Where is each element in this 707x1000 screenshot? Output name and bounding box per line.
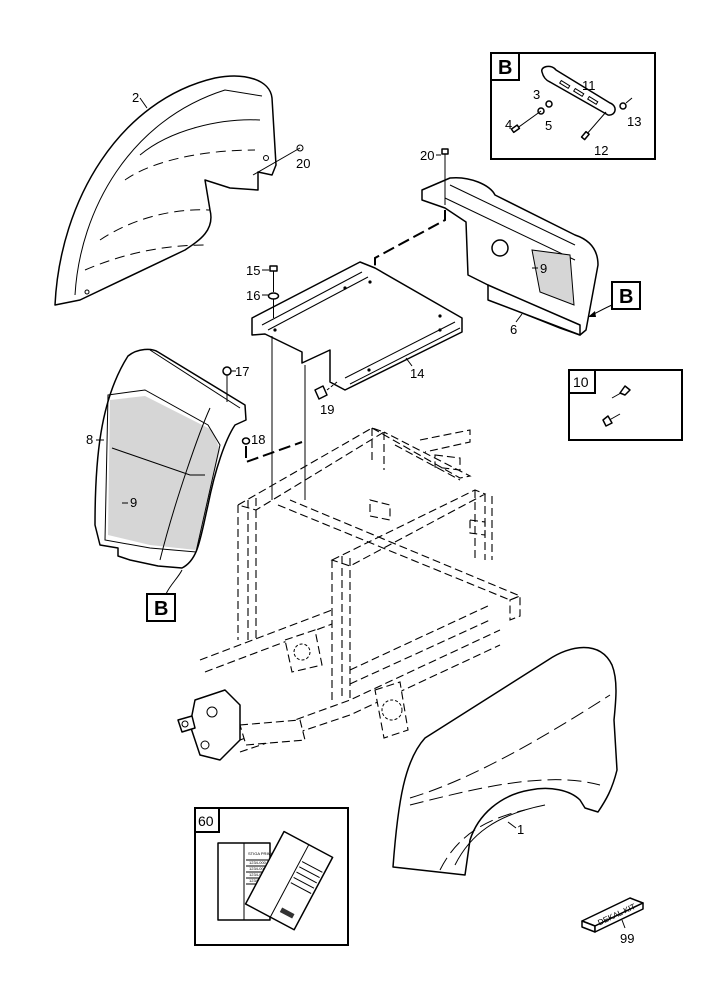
rivet-icon [611, 385, 631, 399]
kit-60-tag: 60 [198, 813, 214, 829]
part-label-20b: 20 [420, 148, 434, 163]
callout-b-side-panel: B [588, 281, 641, 317]
kit-10-tag: 10 [573, 374, 589, 390]
screw-20-fender-icon [252, 144, 304, 176]
kit-60-box: 60 STIGA PRIMO 1234-000 1234-000 1234-00… [194, 807, 349, 946]
detail-b-label-5: 5 [545, 118, 552, 133]
part-label-9: 9 [130, 495, 137, 510]
part-label-2: 2 [132, 90, 139, 105]
screw-20-panel-icon [441, 148, 449, 205]
part-label-20a: 20 [296, 156, 310, 171]
detail-b-box: B [490, 52, 656, 160]
part-label-19: 19 [320, 402, 334, 417]
part-label-99: 99 [620, 931, 634, 946]
clip-19-icon [314, 381, 338, 400]
part-label-16: 16 [246, 288, 260, 303]
svg-text:1234-000: 1234-000 [249, 860, 267, 865]
part-label-18: 18 [251, 432, 265, 447]
part-label-17: 17 [235, 364, 249, 379]
svg-text:1234-000: 1234-000 [249, 866, 267, 871]
front-fender [392, 646, 618, 876]
part-label-7: 9 [540, 261, 547, 276]
svg-text:1234-000: 1234-000 [249, 872, 267, 877]
bolt-15-icon [269, 265, 278, 292]
detail-b-label-3: 3 [533, 87, 540, 102]
part-label-1: 1 [517, 822, 524, 837]
floor-plate [251, 261, 463, 500]
detail-b-label-13: 13 [627, 114, 641, 129]
front-panel [94, 348, 247, 569]
kit-10-box: 10 [568, 369, 683, 441]
callout-b-tag: B [619, 286, 633, 308]
detail-b-label-12: 12 [594, 143, 608, 158]
nut-18-icon [241, 437, 251, 445]
side-panel [421, 176, 599, 336]
part-label-8: 8 [86, 432, 93, 447]
rear-fender [54, 75, 277, 306]
detail-b-label-11: 11 [582, 78, 596, 93]
part-label-6: 6 [510, 322, 517, 337]
decal-kit-icon: DEKAL KIT [581, 897, 644, 933]
callout-b-tag: B [154, 598, 168, 620]
part-label-15: 15 [246, 263, 260, 278]
callout-b-front-panel: B [146, 569, 183, 622]
washer-16-icon [267, 292, 280, 318]
rivet-icon [602, 413, 621, 427]
part-label-14: 14 [410, 366, 424, 381]
chassis-frame [177, 427, 522, 761]
manual-doc-icon [244, 830, 334, 931]
svg-text:STIGA PRIMO: STIGA PRIMO [248, 851, 274, 856]
detail-b-tag: B [498, 57, 512, 79]
detail-b-label-4: 4 [505, 117, 512, 132]
